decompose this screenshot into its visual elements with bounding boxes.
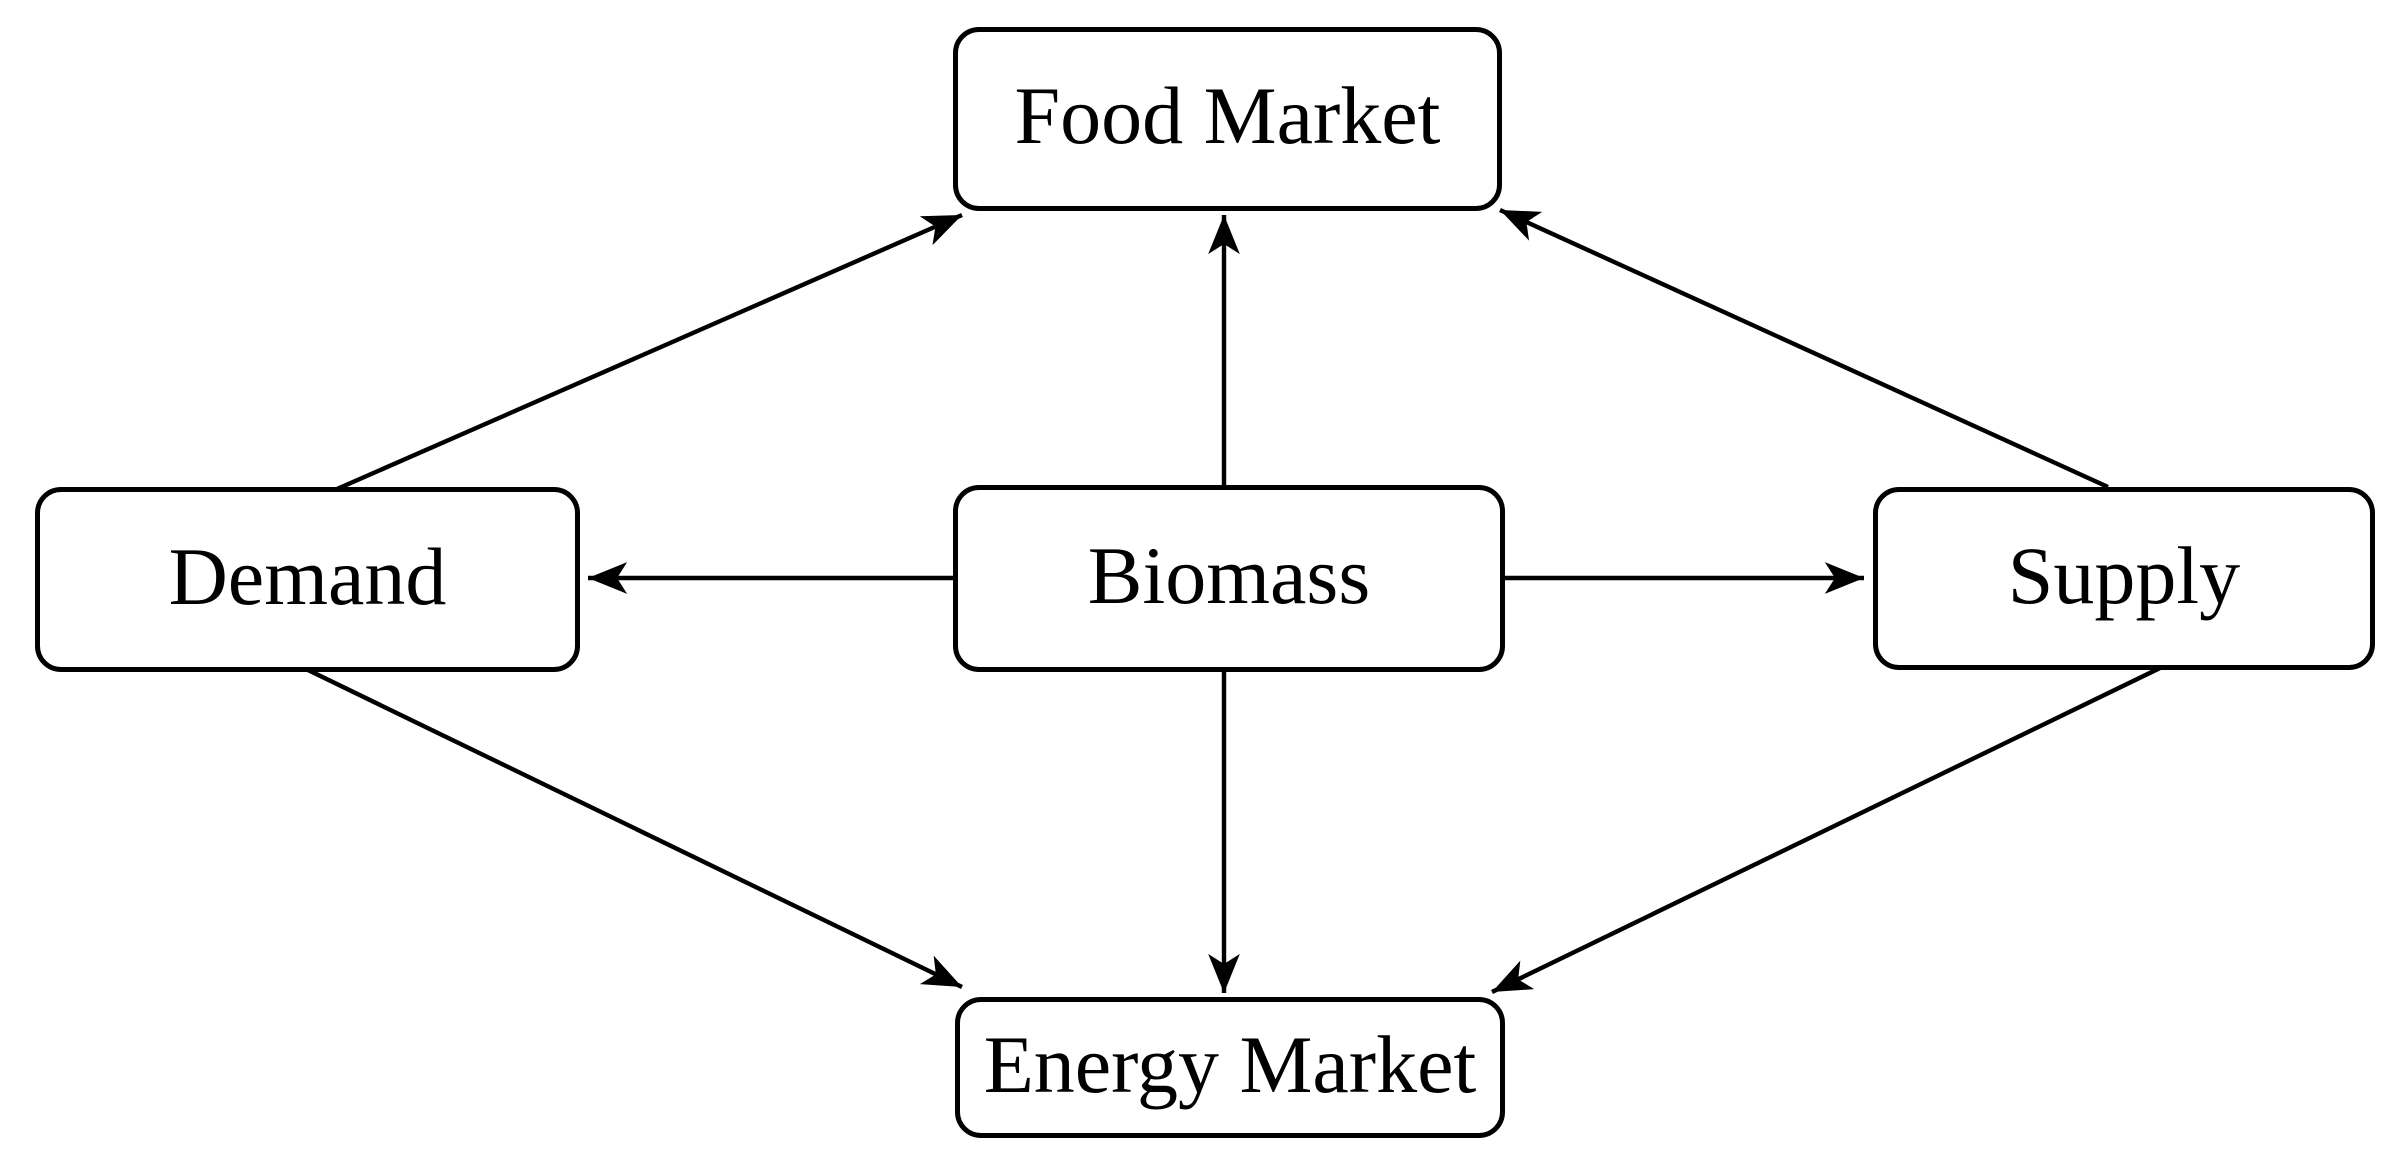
arrow-supply-to-energy-market (1491, 666, 2161, 994)
node-demand: Demand (35, 487, 580, 672)
node-energy-market-label: Energy Market (983, 1018, 1477, 1110)
node-biomass: Biomass (953, 485, 1505, 672)
arrow-demand-to-food-market (336, 212, 963, 492)
node-energy-market: Energy Market (955, 997, 1505, 1138)
node-food-market: Food Market (953, 27, 1502, 211)
node-biomass-label: Biomass (1087, 529, 1371, 621)
node-demand-label: Demand (168, 530, 447, 622)
node-supply: Supply (1873, 487, 2375, 670)
arrow-demand-to-energy-market (307, 668, 963, 989)
node-supply-label: Supply (2007, 529, 2241, 621)
node-food-market-label: Food Market (1014, 70, 1441, 161)
arrow-supply-to-food-market (1499, 207, 2109, 490)
